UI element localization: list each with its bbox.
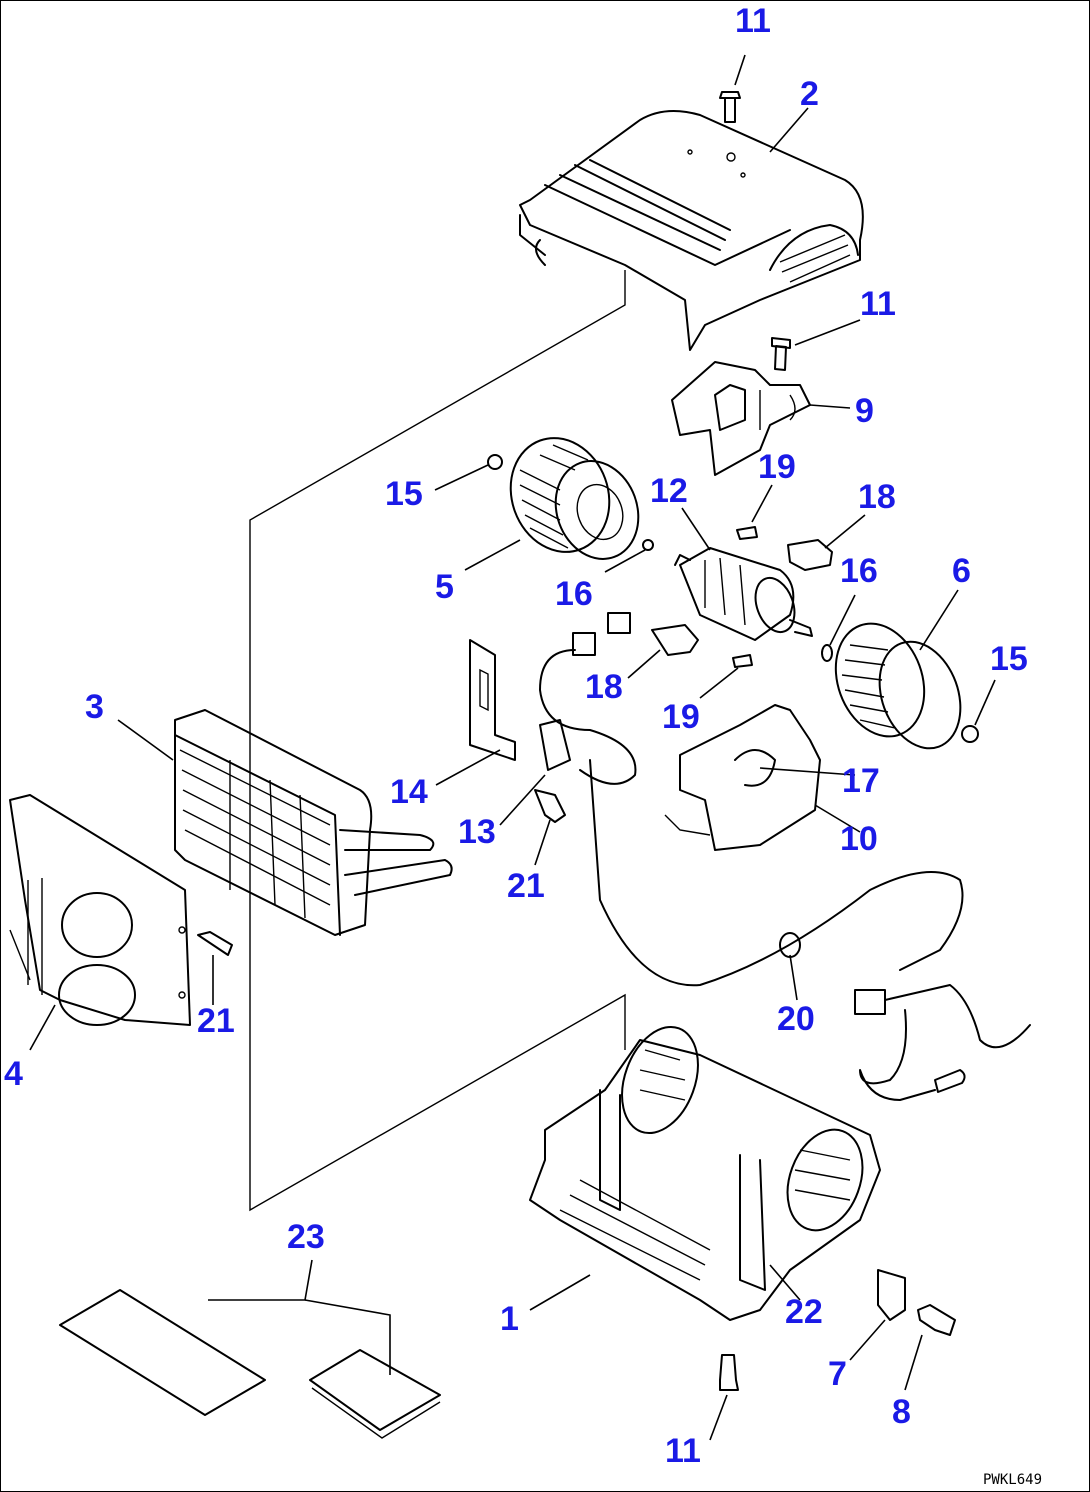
motor-bracket-part <box>671 361 811 476</box>
callout-7: 7 <box>828 1355 847 1393</box>
filter-sheets <box>59 1289 441 1439</box>
callout-2: 2 <box>800 75 819 113</box>
air-duct <box>9 794 191 1026</box>
callout-19-upper: 19 <box>758 448 796 486</box>
left-blower-fan <box>509 437 640 560</box>
connector-upper <box>787 539 833 571</box>
callout-13: 13 <box>458 813 496 851</box>
callout-18-upper: 18 <box>858 478 896 516</box>
callout-9: 9 <box>855 392 874 430</box>
upper-cover-part <box>519 110 864 351</box>
screw-bottom <box>719 1354 739 1391</box>
callout-12: 12 <box>650 472 688 510</box>
bracket-plate <box>469 639 516 761</box>
callout-5: 5 <box>435 568 454 606</box>
callout-15-right: 15 <box>990 640 1028 678</box>
right-blower-fan <box>834 622 962 750</box>
screw-right <box>771 337 791 371</box>
callout-21-harness: 21 <box>507 867 545 905</box>
callout-8: 8 <box>892 1393 911 1431</box>
callout-15-left: 15 <box>385 475 423 513</box>
callout-19-lower: 19 <box>662 698 700 736</box>
callout-21-duct: 21 <box>197 1002 235 1040</box>
screw-duct <box>197 931 233 956</box>
leader-lines <box>29 54 996 1441</box>
callout-3: 3 <box>85 688 104 726</box>
connector-lower <box>572 612 699 656</box>
callout-16-right: 16 <box>840 552 878 590</box>
callout-11-right: 11 <box>860 285 896 323</box>
callout-6: 6 <box>952 552 971 590</box>
lower-case <box>529 1025 881 1321</box>
bolt-mount <box>917 1304 956 1336</box>
callout-17: 17 <box>842 762 880 800</box>
callout-20: 20 <box>777 1000 815 1038</box>
callout-10: 10 <box>840 820 878 858</box>
washer-left <box>642 539 654 551</box>
callout-14: 14 <box>390 773 428 811</box>
callout-22: 22 <box>785 1293 823 1331</box>
washer-right <box>821 644 833 662</box>
callout-11-top: 11 <box>735 2 771 40</box>
callout-11-bottom: 11 <box>665 1432 701 1470</box>
drawing-code: PWKL649 <box>983 1472 1042 1488</box>
nut-left <box>487 454 503 470</box>
heater-core <box>174 709 453 936</box>
callout-18-lower: 18 <box>585 668 623 706</box>
mount-bracket <box>877 1269 906 1321</box>
callout-4: 4 <box>4 1055 23 1093</box>
clip-upper <box>736 526 758 540</box>
resistor-part <box>534 719 571 823</box>
clip-lower <box>732 654 753 668</box>
nut-right <box>961 725 979 743</box>
callout-1: 1 <box>500 1300 519 1338</box>
callout-23: 23 <box>287 1218 325 1256</box>
lower-bracket-part <box>664 704 821 851</box>
screw-top <box>719 91 741 123</box>
alignment-lines <box>249 270 626 1212</box>
callout-16-left: 16 <box>555 575 593 613</box>
blower-motor <box>674 547 813 641</box>
callout-labels: 11 2 11 9 15 19 12 18 16 6 5 16 15 18 3 … <box>4 2 1028 1470</box>
